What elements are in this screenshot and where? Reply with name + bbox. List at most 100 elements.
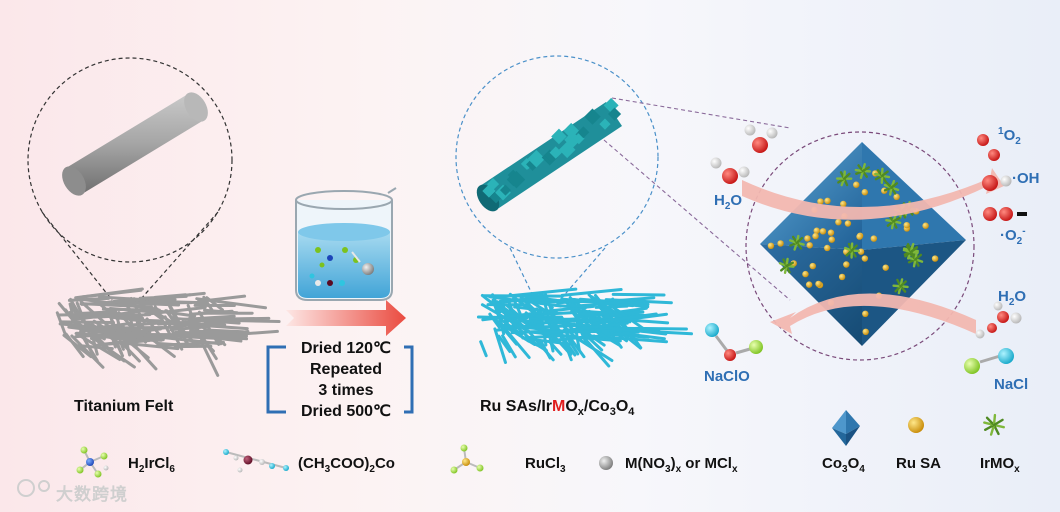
fiber-strand [598, 312, 658, 323]
repeat-bracket-left [266, 345, 286, 414]
fiber-strand [108, 315, 174, 325]
fiber-strand [101, 307, 161, 312]
fiber-strand [144, 306, 207, 316]
titanium-zoom-circle [27, 57, 233, 301]
process-step: Dried 500℃ [300, 403, 391, 420]
irmox-spike [795, 236, 804, 245]
ru-sa-particle [844, 220, 852, 227]
fiber-strand [122, 343, 141, 363]
fiber-strand [96, 339, 151, 347]
fiber-strand [67, 296, 110, 302]
metal-salt-sphere-icon [599, 456, 613, 470]
irmox-spike [843, 172, 851, 180]
water-molecule-icon [993, 301, 1022, 324]
coated-rod-icon [476, 97, 622, 212]
fiber-strand [164, 309, 197, 346]
ru-sa-particle [813, 227, 820, 234]
beaker-icon [295, 187, 397, 301]
reaction-arrow-lower [770, 293, 976, 334]
ru-sa-particle [882, 264, 889, 271]
ru-sa-particle [861, 255, 869, 262]
fiber-strand [574, 330, 581, 352]
ru-sa-particle [809, 262, 816, 270]
water-molecule-icon [744, 124, 778, 153]
fiber-strand [130, 340, 158, 371]
fiber-strand [62, 333, 93, 359]
coated-fiber-zoom-circle [455, 55, 659, 301]
irmox-spike [914, 253, 922, 261]
fiber-strand [75, 301, 92, 337]
fiber-strand [596, 331, 621, 347]
fiber-strand [173, 316, 241, 325]
rucl3-molecule-icon [450, 444, 484, 474]
hydroxyl-radical-icon [982, 175, 1012, 191]
irmox-spike [892, 216, 901, 223]
irmox-cluster [883, 179, 900, 196]
ru-sa-particle [840, 200, 847, 208]
water-label-right: H2O [998, 288, 1027, 308]
ru-sa-particle [870, 235, 878, 242]
naclo-icon [705, 323, 763, 361]
superoxide-icon [983, 207, 1027, 221]
titanium-felt-icon [55, 287, 281, 377]
legend-ru-sa: Ru SA [896, 455, 941, 472]
fiber-strand [183, 320, 215, 353]
fiber-strand [584, 338, 611, 368]
crystal-particle [545, 150, 557, 162]
crystal-particle [507, 170, 526, 189]
ru-sa-particle [824, 197, 831, 205]
crystal-particle [549, 146, 562, 159]
legend-co3o4: Co3O4 [822, 455, 865, 475]
fiber-strand [118, 301, 181, 307]
ru-sa-particle [812, 232, 819, 240]
fiber-strand [156, 319, 202, 326]
repeat-bracket-right [404, 345, 414, 414]
fiber-strand [79, 302, 153, 309]
fiber-strand [94, 321, 133, 330]
cobalt-acetate-molecule-icon [223, 449, 289, 473]
fiber-strand [547, 332, 555, 353]
naclo-label: NaClO [704, 368, 750, 385]
ru-sa-particle [838, 273, 846, 281]
irmox-spike [992, 413, 997, 427]
fiber-strand [497, 334, 512, 354]
ru-sa-particle [862, 328, 869, 336]
singlet-oxygen-icon [977, 134, 1000, 161]
fiber-strand [161, 334, 232, 341]
water-molecule-icon [710, 157, 750, 184]
fiber-strand [611, 292, 666, 297]
fiber-strand [493, 327, 507, 364]
fiber-strand [70, 334, 105, 369]
fiber-strand [585, 336, 622, 343]
ru-sa-particle [843, 261, 850, 268]
ru-sa-particle [802, 270, 809, 278]
process-step: 3 times [318, 382, 374, 399]
fiber-strand [479, 340, 488, 358]
legend-irmox: IrMOx [980, 455, 1020, 475]
irmox-cluster [854, 163, 871, 179]
crystal-particle [499, 184, 511, 196]
fiber-strand [82, 337, 97, 360]
fiber-strand [186, 303, 195, 321]
fiber-strand [544, 316, 581, 324]
fiber-strand [200, 341, 220, 377]
irmox-cluster [836, 170, 853, 187]
ru-sa-particle [862, 310, 869, 318]
irmox-cluster [874, 167, 891, 185]
irmox-spike [880, 170, 889, 178]
ru-sa-particle [824, 244, 831, 252]
irmox-cluster [907, 251, 924, 268]
ru-sa-particle [819, 228, 827, 235]
superoxide-label: ·O2- [1000, 226, 1026, 247]
crystal-particle [577, 126, 590, 139]
fiber-strand [562, 328, 586, 359]
connector-line [611, 97, 791, 129]
nacl-icon [964, 348, 1014, 374]
irmox-spike [890, 182, 899, 189]
ru-sa-legend-icon [908, 417, 924, 433]
fiber-strand [194, 316, 271, 321]
fiber-strand [542, 304, 595, 314]
ru-sa-particle [856, 233, 863, 240]
ru-sa-particle [931, 255, 939, 262]
